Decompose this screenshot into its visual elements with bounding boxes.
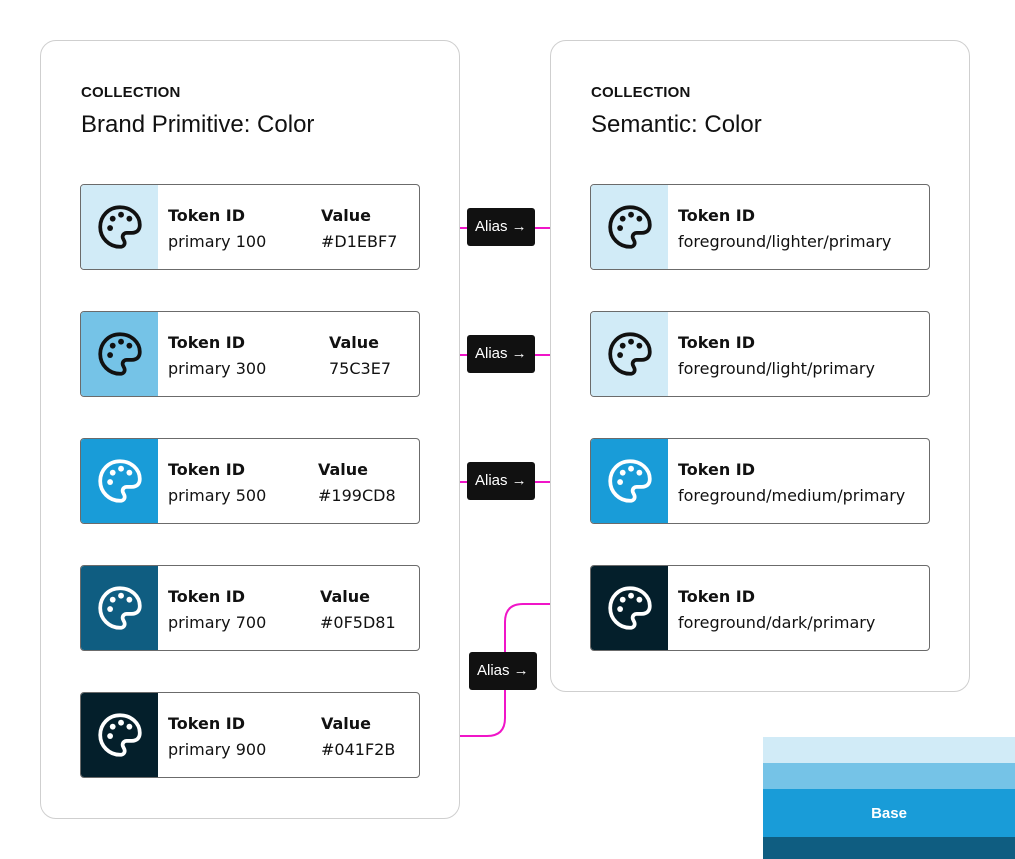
token-id-value: foreground/light/primary [678, 359, 875, 378]
token-card-primary-700[interactable]: Token ID primary 700 Value #0F5D81 [80, 565, 420, 651]
token-id-value: primary 100 [168, 232, 267, 251]
value-text: #199CD8 [318, 486, 396, 505]
stack-base-label: Base [871, 805, 907, 822]
stack-band-500: Base [763, 789, 1015, 837]
color-swatch [591, 439, 668, 523]
token-id-value: foreground/medium/primary [678, 486, 906, 505]
value-label: Value [320, 587, 371, 606]
token-id-label: Token ID [678, 206, 756, 225]
color-swatch [591, 185, 668, 269]
token-id-value: primary 900 [168, 740, 267, 759]
stack-band-100 [763, 737, 1015, 763]
token-id-label: Token ID [678, 333, 756, 352]
collection-title: Semantic: Color [591, 111, 762, 138]
value-label: Value [318, 460, 369, 479]
token-id-label: Token ID [168, 714, 246, 733]
semantic-card-light[interactable]: Token ID foreground/light/primary [590, 311, 930, 397]
semantic-card-dark[interactable]: Token ID foreground/dark/primary [590, 565, 930, 651]
color-swatch [81, 566, 158, 650]
brand-primitive-collection: COLLECTION Brand Primitive: Color [40, 40, 460, 819]
token-id-label: Token ID [678, 587, 756, 606]
collection-eyebrow: COLLECTION [591, 84, 691, 101]
semantic-card-lighter[interactable]: Token ID foreground/lighter/primary [590, 184, 930, 270]
color-swatch [81, 693, 158, 777]
palette-icon [97, 713, 142, 757]
stack-band-700 [763, 837, 1015, 859]
token-id-label: Token ID [168, 206, 246, 225]
palette-icon [97, 459, 142, 503]
token-id-value: primary 500 [168, 486, 267, 505]
token-id-value: foreground/dark/primary [678, 613, 876, 632]
color-swatch [591, 566, 668, 650]
token-card-primary-900[interactable]: Token ID primary 900 Value #041F2B [80, 692, 420, 778]
token-id-value: primary 700 [168, 613, 267, 632]
alias-tag: Alias → [467, 335, 535, 373]
collection-title: Brand Primitive: Color [81, 111, 315, 138]
value-label: Value [329, 333, 380, 352]
palette-icon [97, 586, 142, 630]
value-label: Value [321, 714, 372, 733]
semantic-card-medium[interactable]: Token ID foreground/medium/primary [590, 438, 930, 524]
token-card-primary-100[interactable]: Token ID primary 100 Value #D1EBF7 [80, 184, 420, 270]
palette-icon [607, 205, 652, 249]
stack-band-300 [763, 763, 1015, 789]
value-text: #041F2B [321, 740, 396, 759]
palette-icon [97, 332, 142, 376]
color-swatch [591, 312, 668, 396]
palette-icon [607, 586, 652, 630]
palette-icon [607, 332, 652, 376]
token-id-value: foreground/lighter/primary [678, 232, 892, 251]
value-label: Value [321, 206, 372, 225]
token-card-primary-300[interactable]: Token ID primary 300 Value 75C3E7 [80, 311, 420, 397]
color-swatch [81, 312, 158, 396]
value-text: #D1EBF7 [321, 232, 398, 251]
collection-eyebrow: COLLECTION [81, 84, 181, 101]
alias-tag: Alias → [467, 462, 535, 500]
token-id-label: Token ID [168, 333, 246, 352]
token-id-label: Token ID [168, 460, 246, 479]
token-card-primary-500[interactable]: Token ID primary 500 Value #199CD8 [80, 438, 420, 524]
alias-tag: Alias → [469, 652, 537, 690]
token-id-label: Token ID [678, 460, 756, 479]
value-text: 75C3E7 [329, 359, 391, 378]
alias-tag: Alias → [467, 208, 535, 246]
palette-icon [97, 205, 142, 249]
value-text: #0F5D81 [320, 613, 396, 632]
color-swatch [81, 439, 158, 523]
palette-icon [607, 459, 652, 503]
color-swatch [81, 185, 158, 269]
token-id-value: primary 300 [168, 359, 267, 378]
token-id-label: Token ID [168, 587, 246, 606]
